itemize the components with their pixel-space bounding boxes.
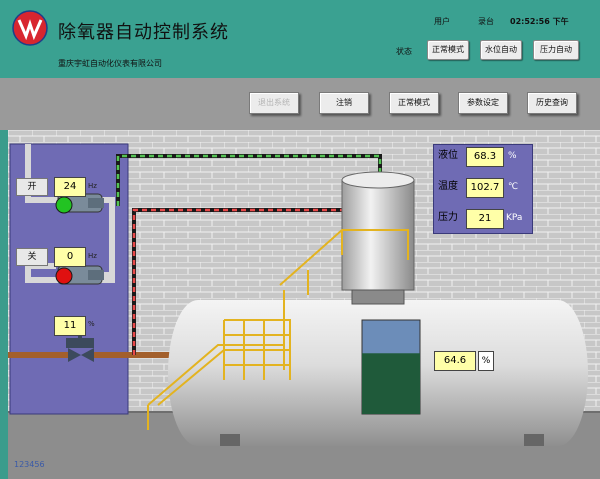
user-label: 用户 (434, 17, 450, 26)
user-value: 录台 (478, 17, 494, 26)
company-logo-icon (12, 10, 48, 46)
temperature-unit: ℃ (508, 182, 519, 192)
water-level-fill (362, 353, 420, 414)
close-freq-value: 0 (54, 247, 86, 267)
valve-opening-unit: % (88, 320, 95, 328)
open-freq-unit: Hz (88, 182, 97, 190)
logout-button[interactable]: 注销 (319, 92, 369, 114)
mode-normal-button[interactable]: 正常模式 (427, 40, 469, 60)
level-value: 68.3 (466, 147, 504, 167)
valve-opening-value: 11 (54, 316, 86, 336)
company-name: 重庆宇虹自动化仪表有限公司 (58, 59, 162, 68)
clock-time: 02:52:56 下午 (510, 17, 569, 26)
app-title: 除氧器自动控制系统 (58, 22, 229, 43)
toolbar-strip (0, 78, 600, 130)
pressure-auto-button[interactable]: 压力自动 (533, 40, 579, 60)
temperature-label: 温度 (438, 181, 458, 192)
level-label: 液位 (438, 150, 458, 161)
status-label: 状态 (396, 47, 412, 56)
header-bar: 除氧器自动控制系统 重庆宇虹自动化仪表有限公司 用户 录台 02:52:56 下… (0, 0, 600, 78)
tank-level-value: 64.6 (434, 351, 476, 371)
feed-line-green (116, 154, 382, 206)
level-unit: % (508, 151, 517, 161)
close-label[interactable]: 关 (16, 248, 48, 266)
pressure-label: 压力 (438, 212, 458, 223)
tank-level-unit: % (478, 351, 494, 371)
pump-off-icon[interactable] (55, 265, 104, 285)
open-label[interactable]: 开 (16, 178, 48, 196)
temperature-value: 102.7 (466, 178, 504, 198)
level-auto-button[interactable]: 水位自动 (480, 40, 522, 60)
param-settings-button[interactable]: 参数设定 (458, 92, 508, 114)
open-freq-value: 24 (54, 177, 86, 197)
pressure-value: 21 (466, 209, 504, 229)
close-freq-unit: Hz (88, 252, 97, 260)
normal-mode-button[interactable]: 正常模式 (389, 92, 439, 114)
stairs (147, 229, 409, 430)
pump-on-icon[interactable] (55, 193, 104, 214)
exit-system-button[interactable]: 退出系统 (249, 92, 299, 114)
history-query-button[interactable]: 历史查询 (527, 92, 577, 114)
pressure-unit: KPa (506, 213, 523, 223)
deaerator-vessel (341, 171, 415, 305)
footer-tag: 123456 (14, 460, 45, 469)
